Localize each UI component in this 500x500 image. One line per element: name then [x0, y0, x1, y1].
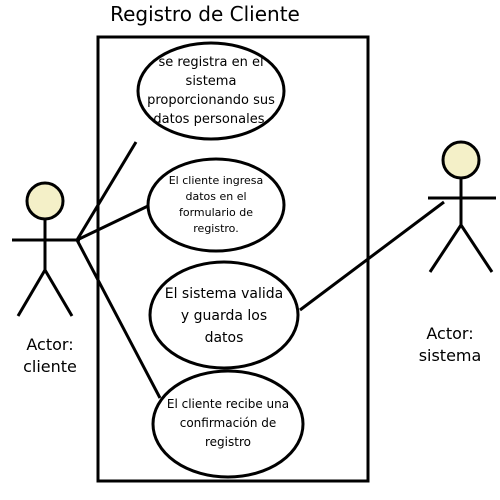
- diagram-title: Registro de Cliente: [110, 2, 300, 26]
- use-case-1-ellipse: [136, 41, 286, 141]
- actor-cliente-figure: [12, 181, 80, 317]
- actor-sistema-label-line1: Actor:: [426, 324, 474, 343]
- association-cliente-uc4: [75, 239, 162, 399]
- use-case-4-text: El cliente recibe una confirmación de re…: [166, 396, 290, 449]
- use-case-1-text: se registra en el sistema proporcionando…: [147, 55, 275, 127]
- use-case-4-ellipse: [151, 369, 305, 479]
- use-case-2-text: El cliente ingresa datos en el formulari…: [168, 174, 264, 235]
- actor-cliente-label: Actor: cliente: [14, 334, 86, 378]
- association-cliente-uc2: [76, 204, 149, 242]
- actor-sistema-label-line2: sistema: [418, 346, 482, 365]
- actor-cliente-label-line1: Actor:: [26, 335, 74, 354]
- association-sistema-uc3: [299, 200, 445, 312]
- actor-cliente-label-line2: cliente: [23, 357, 77, 376]
- actor-sistema-label: Actor: sistema: [410, 323, 490, 367]
- actor-sistema-figure: [428, 140, 496, 273]
- actor-sistema-head: [441, 140, 481, 180]
- use-case-3-ellipse: [148, 260, 300, 370]
- use-case-3-text: El sistema valida y guarda los datos: [164, 286, 284, 346]
- actor-cliente-head: [25, 181, 65, 221]
- association-cliente-uc1: [75, 141, 138, 241]
- use-case-2-ellipse: [146, 157, 286, 253]
